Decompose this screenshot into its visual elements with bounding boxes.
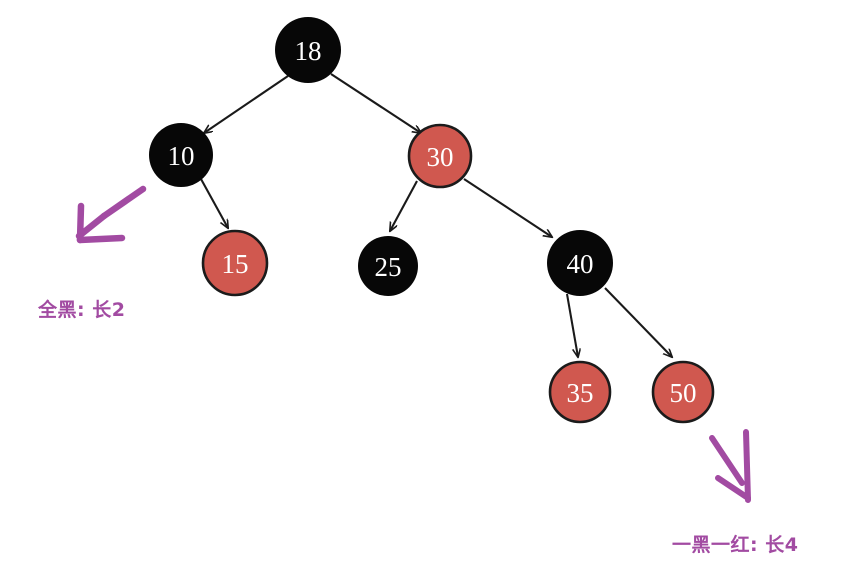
node-35-circle: [548, 360, 612, 424]
annotation-label-all-black: 全黑: 长2: [38, 299, 126, 321]
node-15[interactable]: 15: [201, 229, 269, 297]
edge-10-15: [200, 178, 228, 228]
edge-40-50: [604, 287, 672, 357]
edge-40-35: [565, 293, 578, 357]
node-15-label: 15: [222, 249, 249, 279]
node-30-label: 30: [427, 142, 454, 172]
edge-30-40: [463, 178, 552, 237]
annotation-arrow-all-black-icon: [75, 185, 147, 244]
node-15-circle: [201, 229, 269, 297]
node-40-circle: [547, 230, 613, 296]
edge-30-25: [390, 180, 418, 231]
node-40-label: 40: [567, 249, 594, 279]
node-30[interactable]: 30: [407, 123, 473, 189]
node-50-circle: [651, 360, 715, 424]
node-50-label: 50: [670, 378, 697, 408]
annotation-label-black-red: 一黑一红: 长4: [672, 534, 799, 556]
node-10-circle: [149, 123, 213, 187]
node-25-circle: [358, 236, 418, 296]
node-18-label: 18: [295, 36, 322, 66]
node-10[interactable]: 10: [149, 123, 213, 187]
node-40[interactable]: 40: [547, 230, 613, 296]
annotation-arrow-black-red-icon: [709, 429, 751, 503]
edge-group: [200, 73, 672, 357]
node-35-label: 35: [567, 378, 594, 408]
node-10-label: 10: [168, 141, 195, 171]
node-50[interactable]: 50: [651, 360, 715, 424]
node-25-label: 25: [375, 252, 402, 282]
node-30-circle: [407, 123, 473, 189]
edge-18-10: [204, 75, 289, 133]
node-18[interactable]: 18: [275, 17, 341, 83]
node-18-circle: [275, 17, 341, 83]
node-25[interactable]: 25: [358, 236, 418, 296]
edge-18-30: [330, 73, 421, 133]
node-35[interactable]: 35: [548, 360, 612, 424]
